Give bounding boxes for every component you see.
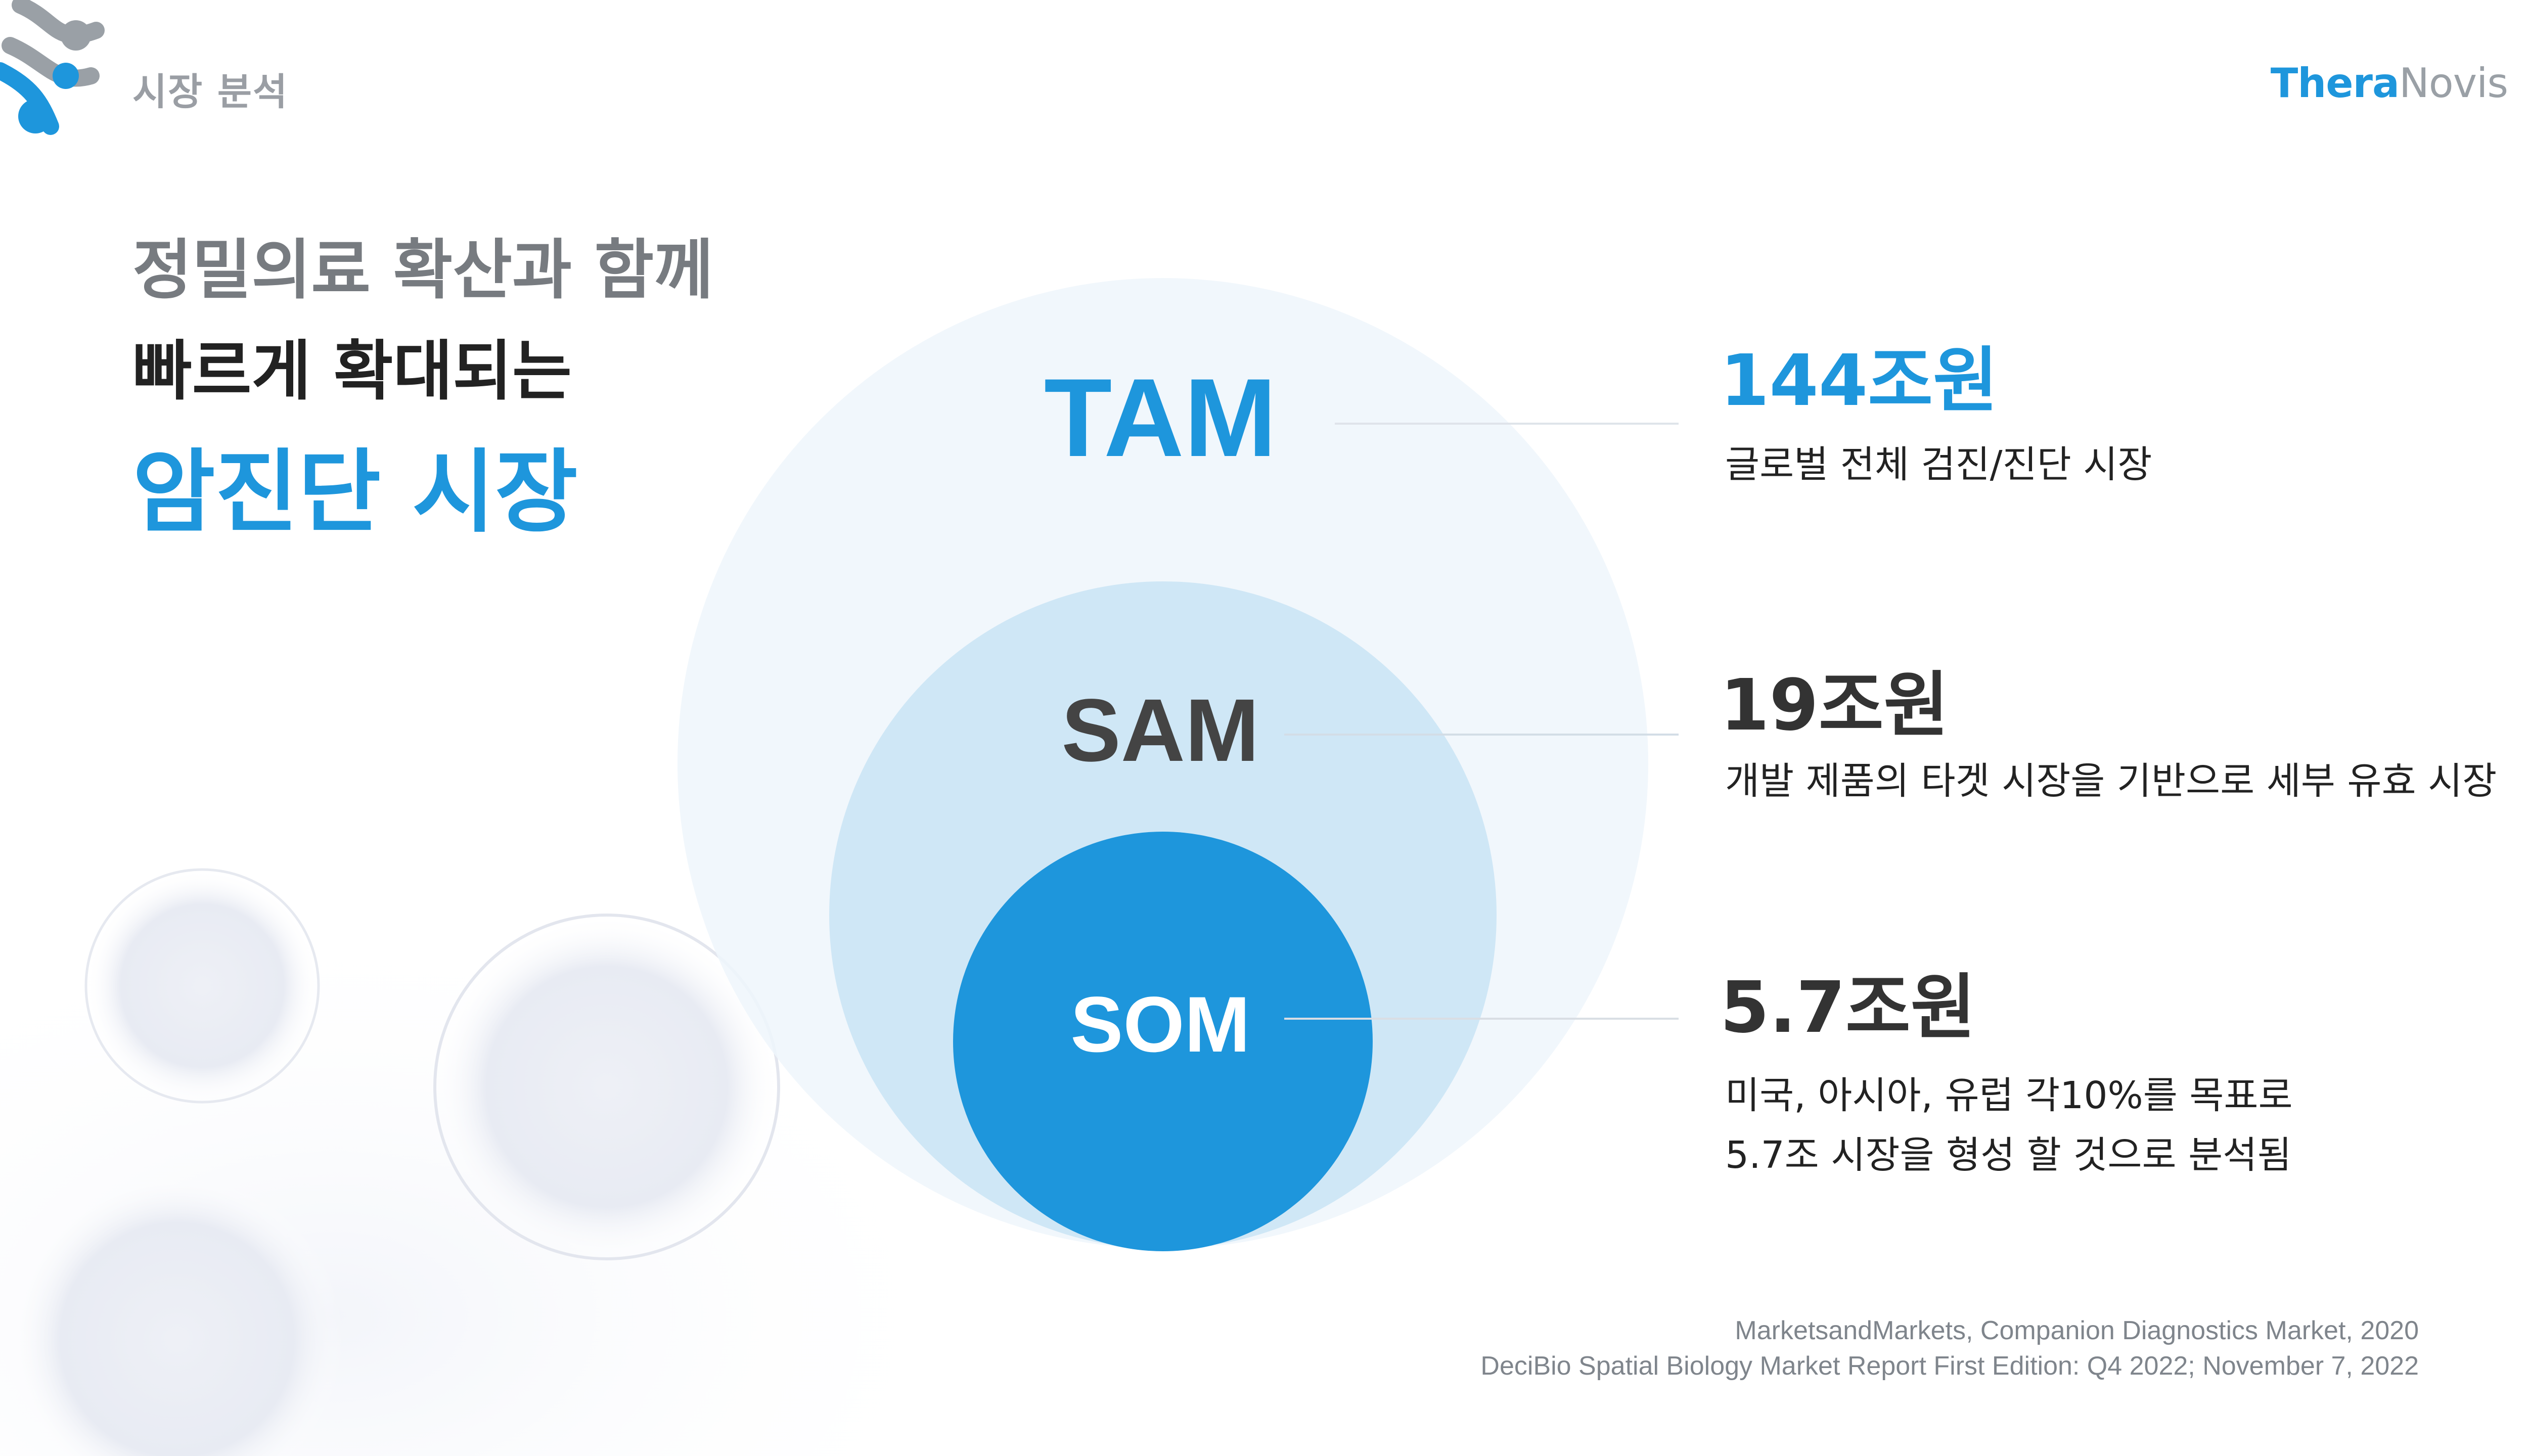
cell-image xyxy=(10,868,780,1456)
sam-value: 19조원 xyxy=(1720,664,1949,747)
brand-name-part1: Thera xyxy=(2270,60,2400,107)
brand-logo: TheraNovis xyxy=(2271,60,2508,107)
section-label: 시장 분석 xyxy=(132,70,289,114)
logo-mark-icon xyxy=(0,0,105,135)
som-value: 5.7조원 xyxy=(1720,967,1976,1049)
som-label: SOM xyxy=(1070,981,1250,1069)
headline-line2: 빠르게 확대되는 xyxy=(132,334,572,409)
headline-line1: 정밀의료 확산과 함께 xyxy=(132,233,713,308)
brand-name-part2: Novis xyxy=(2399,60,2508,107)
source-line2: DeciBio Spatial Biology Market Report Fi… xyxy=(1480,1351,2419,1381)
som-description-line2: 5.7조 시장을 형성 할 것으로 분석됨 xyxy=(1725,1133,2292,1177)
tam-description: 글로벌 전체 검진/진단 시장 xyxy=(1725,443,2152,486)
headline-line3: 암진단 시장 xyxy=(132,440,578,544)
sam-description: 개발 제품의 타겟 시장을 기반으로 세부 유효 시장 xyxy=(1725,759,2497,803)
tam-value: 144조원 xyxy=(1720,340,1998,422)
tam-label: TAM xyxy=(1044,355,1277,480)
source-line1: MarketsandMarkets, Companion Diagnostics… xyxy=(1735,1316,2419,1345)
sam-label: SAM xyxy=(1061,681,1259,780)
som-circle xyxy=(953,832,1373,1251)
som-description-line1: 미국, 아시아, 유럽 각10%를 목표로 xyxy=(1725,1074,2293,1117)
